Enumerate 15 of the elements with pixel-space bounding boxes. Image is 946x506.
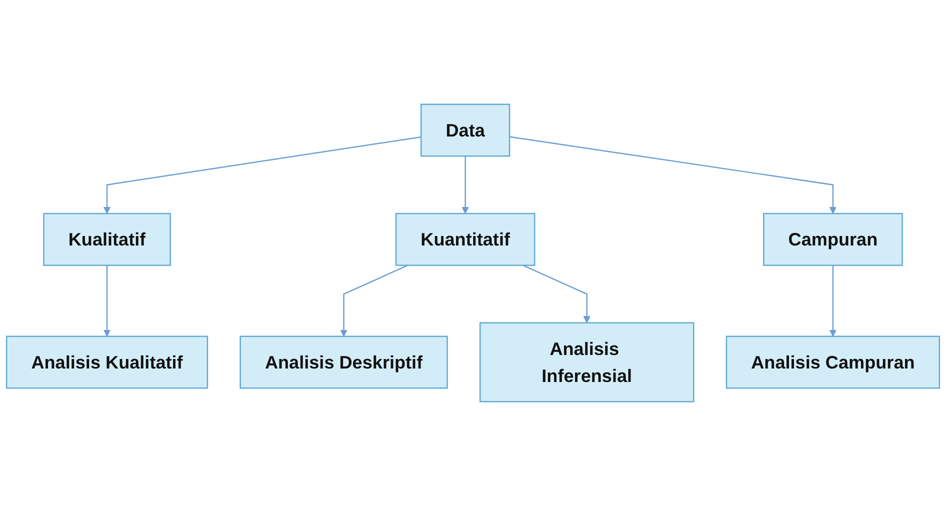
arrow	[340, 264, 408, 337]
node-box: Data	[420, 104, 510, 157]
node-box: Campuran	[763, 212, 903, 266]
node-box: Analisis Inferensial	[479, 322, 694, 402]
arrow	[509, 136, 837, 214]
node-box: Kuantitatif	[395, 212, 536, 266]
arrow	[522, 264, 590, 324]
arrow	[829, 265, 837, 337]
node-box: Kualitatif	[43, 212, 171, 266]
node-box: Analisis Campuran	[726, 336, 940, 389]
node-box: Analisis Kualitatif	[6, 336, 208, 389]
node-box: Analisis Deskriptif	[240, 336, 448, 389]
arrow	[103, 265, 111, 337]
arrow	[462, 156, 469, 214]
arrow	[103, 136, 422, 214]
